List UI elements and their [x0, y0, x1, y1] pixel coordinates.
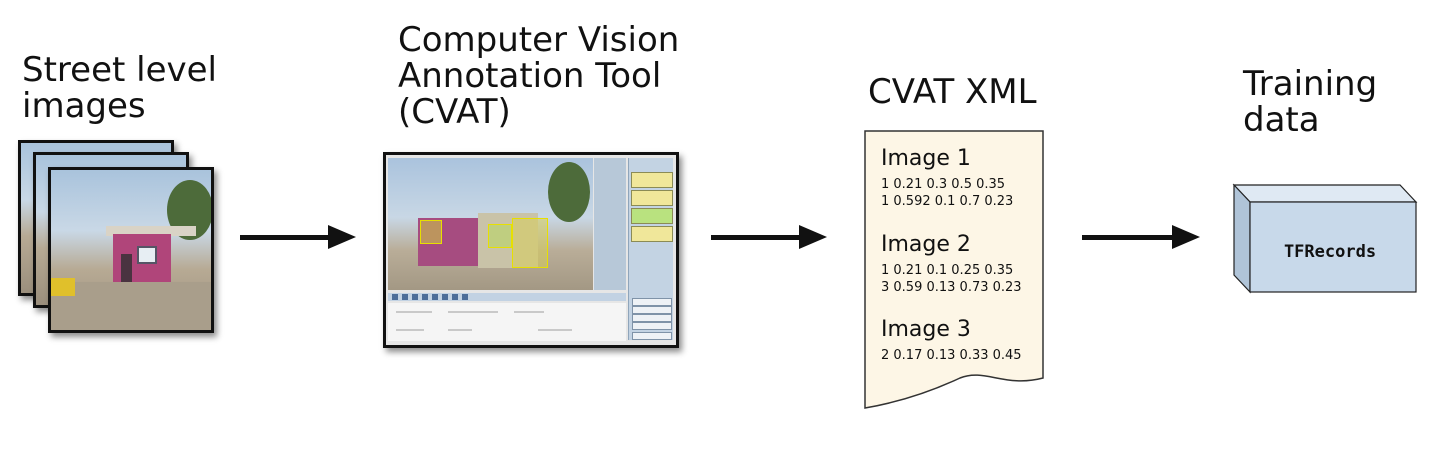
cvat-screenshot: [383, 152, 679, 348]
annotation-box: [420, 220, 442, 244]
setting-line: [396, 311, 432, 313]
house-door: [121, 254, 132, 282]
panel-button: [632, 332, 672, 340]
street-level-images-label: Street level images: [22, 50, 217, 126]
street-ground: [51, 282, 211, 330]
panel-button: [632, 306, 672, 314]
annotation-box: [512, 218, 548, 268]
xml-image-title: Image 2: [881, 232, 971, 257]
panel-button: [632, 298, 672, 306]
cvat-annotation-frame: [388, 158, 593, 290]
street-image-front: [48, 167, 214, 333]
box-side-face: [1233, 183, 1251, 294]
cvat-xml-label: CVAT XML: [868, 72, 1037, 112]
xml-annotation-row: 2 0.17 0.13 0.33 0.45: [881, 348, 1022, 363]
training-data-label: Training data: [1243, 64, 1378, 140]
box-top-face: [1232, 184, 1418, 203]
object-card: [631, 208, 673, 224]
player-control-icon: [412, 294, 418, 300]
xml-image-title: Image 3: [881, 317, 971, 342]
setting-line: [448, 329, 472, 331]
setting-line: [538, 329, 572, 331]
annotation-box: [488, 224, 512, 248]
house-roof: [106, 226, 196, 236]
object-card: [631, 190, 673, 206]
cvat-sidebar: [594, 158, 626, 290]
player-control-icon: [392, 294, 398, 300]
player-control-icon: [402, 294, 408, 300]
yellow-car: [51, 278, 75, 296]
cvat-label: Computer Vision Annotation Tool (CVAT): [398, 20, 680, 132]
box-front-face: [1249, 201, 1417, 293]
player-control-icon: [442, 294, 448, 300]
xml-image-title: Image 1: [881, 146, 971, 171]
xml-annotation-row: 1 0.21 0.3 0.5 0.35: [881, 177, 1006, 192]
panel-button: [632, 314, 672, 322]
player-control-icon: [422, 294, 428, 300]
arrow-cvat-to-xml: [711, 225, 827, 249]
object-card: [631, 172, 673, 188]
setting-line: [514, 311, 544, 313]
cvat-object-panel: [628, 158, 673, 340]
cvat-player-bar: [388, 293, 626, 301]
tree-shape: [548, 162, 590, 222]
panel-button: [632, 322, 672, 330]
document-shape: [864, 130, 1044, 409]
xml-annotation-row: 1 0.592 0.1 0.7 0.23: [881, 194, 1014, 209]
player-control-icon: [462, 294, 468, 300]
player-control-icon: [432, 294, 438, 300]
object-card: [631, 226, 673, 242]
xml-annotation-row: 3 0.59 0.13 0.73 0.23: [881, 280, 1022, 295]
house-window: [137, 246, 157, 264]
setting-line: [396, 329, 424, 331]
tfrecords-box: [1232, 183, 1418, 294]
xml-annotation-row: 1 0.21 0.1 0.25 0.35: [881, 263, 1014, 278]
tfrecords-label: TFRecords: [1283, 242, 1377, 262]
arrow-xml-to-training: [1082, 225, 1200, 249]
arrow-images-to-cvat: [240, 225, 356, 249]
setting-line: [448, 311, 498, 313]
cvat-settings-area: [388, 303, 626, 341]
player-control-icon: [452, 294, 458, 300]
